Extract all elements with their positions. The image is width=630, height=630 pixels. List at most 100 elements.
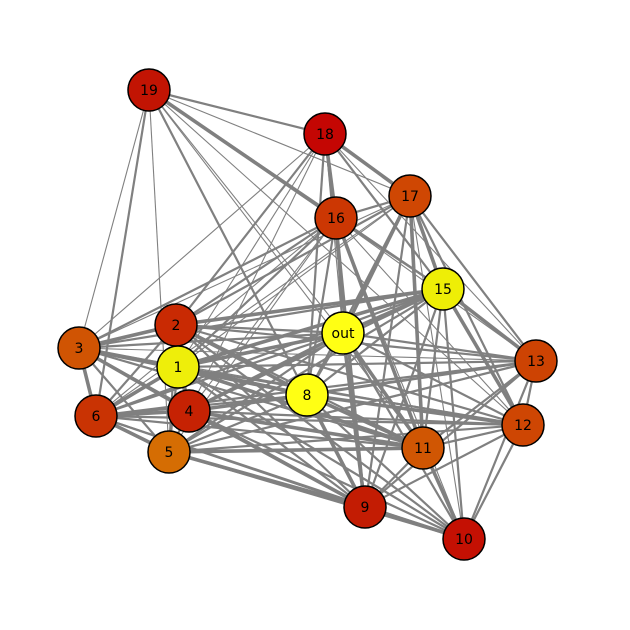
edge-12-9 <box>364 424 524 508</box>
edge-11-5 <box>168 446 424 454</box>
edge-15-3 <box>78 287 444 350</box>
edge-13-9 <box>364 360 537 508</box>
node-circle <box>57 326 101 370</box>
edge-13-5 <box>168 359 537 454</box>
edge-3-13 <box>78 347 537 362</box>
edge-16-12 <box>335 217 524 426</box>
edge-out-10 <box>342 332 465 540</box>
edge-8-12 <box>306 393 524 427</box>
node-circle <box>156 345 200 389</box>
edge-19-18 <box>148 88 326 136</box>
edge-18-4 <box>188 133 326 412</box>
edge-17-13 <box>409 195 537 362</box>
edge-18-13 <box>324 133 537 362</box>
edge-17-10 <box>409 195 465 540</box>
node-3: 3 <box>57 326 101 370</box>
edge-4-11 <box>188 409 424 450</box>
edge-15-9 <box>363 288 445 508</box>
node-label: 9 <box>361 500 370 516</box>
node-label: 17 <box>401 189 419 205</box>
node-circle <box>343 485 387 529</box>
edge-out-13 <box>342 331 537 363</box>
node-2: 2 <box>154 303 198 347</box>
node-17: 17 <box>388 174 432 218</box>
node-label: 15 <box>434 282 452 298</box>
edge-8-10 <box>306 394 465 540</box>
edge-1-9 <box>177 366 366 508</box>
node-11: 11 <box>401 426 445 470</box>
edge-19-3 <box>78 89 150 349</box>
node-12: 12 <box>501 403 545 447</box>
edge-15-12 <box>441 288 525 426</box>
node-18: 18 <box>303 112 347 156</box>
node-label: 10 <box>455 532 473 548</box>
node-label: 8 <box>303 388 312 404</box>
node-layer: 19 18 17 16 15 out 2 3 1 13 8 4 6 12 11 5 9 10 <box>57 68 558 561</box>
node-label: 3 <box>75 341 84 357</box>
node-circle <box>501 403 545 447</box>
edge-out-3 <box>78 331 344 350</box>
edge-6-12 <box>95 414 524 427</box>
node-15: 15 <box>421 267 465 311</box>
edge-15-8 <box>306 288 444 396</box>
edge-17-12 <box>409 195 524 426</box>
node-circle <box>401 426 445 470</box>
node-1: 1 <box>156 345 200 389</box>
node-10: 10 <box>442 517 486 561</box>
edge-1-10 <box>177 366 465 540</box>
edge-13-11 <box>422 360 537 449</box>
edge-out-11 <box>341 331 425 450</box>
edge-18-3 <box>78 133 326 349</box>
node-label: out <box>332 326 355 342</box>
node-label: 11 <box>414 441 432 457</box>
edge-17-11 <box>408 195 425 449</box>
node-label: 16 <box>327 211 345 227</box>
node-out: out <box>321 311 365 355</box>
edge-15-1 <box>177 287 444 369</box>
edge-18-2 <box>175 133 326 326</box>
node-circle <box>74 394 118 438</box>
node-label: 19 <box>140 83 158 99</box>
node-circle <box>321 311 365 355</box>
node-circle <box>147 430 191 474</box>
edge-1-13 <box>177 359 537 369</box>
node-6: 6 <box>74 394 118 438</box>
node-circle <box>421 267 465 311</box>
edge-16-6 <box>95 217 337 417</box>
edge-12-5 <box>168 423 524 454</box>
node-label: 6 <box>92 409 101 425</box>
edge-4-12 <box>188 409 524 427</box>
node-label: 18 <box>316 127 334 143</box>
node-5: 5 <box>147 430 191 474</box>
edge-2-9 <box>175 324 366 508</box>
edge-2-12 <box>175 323 524 427</box>
node-16: 16 <box>314 196 358 240</box>
edge-6-11 <box>95 414 424 450</box>
edge-16-3 <box>78 217 337 349</box>
edge-15-2 <box>175 287 444 327</box>
node-label: 13 <box>527 354 545 370</box>
node-13: 13 <box>514 339 558 383</box>
edge-13-10 <box>462 360 538 540</box>
edge-17-1 <box>177 195 411 368</box>
edge-19-11 <box>148 89 424 449</box>
edge-out-12 <box>342 332 524 426</box>
node-circle <box>514 339 558 383</box>
node-9: 9 <box>343 485 387 529</box>
node-circle <box>285 373 329 417</box>
edge-3-11 <box>78 346 424 450</box>
node-8: 8 <box>285 373 329 417</box>
edge-16-2 <box>175 217 337 326</box>
edge-out-2 <box>175 323 344 335</box>
node-4: 4 <box>167 389 211 433</box>
node-label: 2 <box>172 318 181 334</box>
edge-8-5 <box>168 393 308 454</box>
node-circle <box>303 112 347 156</box>
node-label: 5 <box>165 445 174 461</box>
node-circle <box>314 196 358 240</box>
edge-17-8 <box>306 195 411 396</box>
edge-4-10 <box>188 410 465 540</box>
edge-19-out <box>148 89 344 334</box>
node-19: 19 <box>127 68 171 112</box>
